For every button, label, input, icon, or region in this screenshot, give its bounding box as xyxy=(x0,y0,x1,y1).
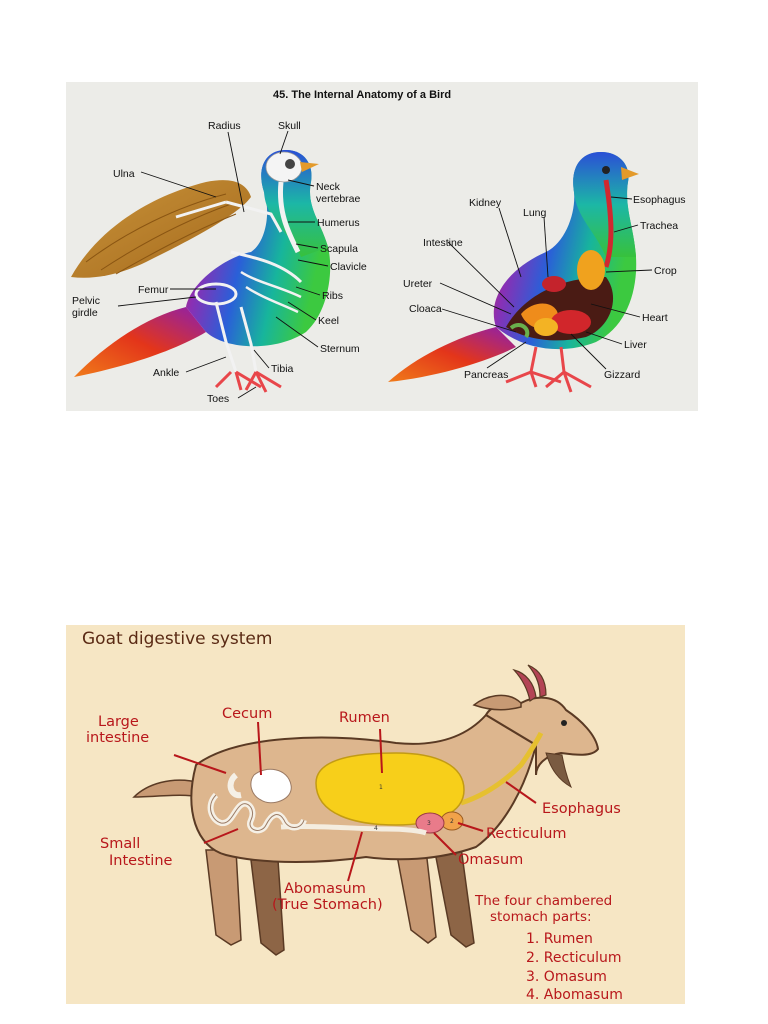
label-rumen: Rumen xyxy=(339,710,390,726)
goat-diagram-title: Goat digestive system xyxy=(82,629,272,649)
label-radius: Radius xyxy=(208,120,241,132)
label-clavicle: Clavicle xyxy=(330,261,367,273)
skeleton-leader-lines xyxy=(117,130,329,399)
label-esophagus: Esophagus xyxy=(633,194,686,206)
chamber-number-2: 2 xyxy=(450,818,454,825)
label-crop: Crop xyxy=(654,265,677,277)
label-ribs: Ribs xyxy=(322,290,343,302)
label-small-intestine-line1: Small xyxy=(100,836,140,852)
label-intestine: Intestine xyxy=(423,237,463,249)
label-ulna: Ulna xyxy=(113,168,135,180)
stomach-parts-caption-line1: The four chambered xyxy=(474,893,612,909)
stomach-parts-caption-line2: stomach parts: xyxy=(490,909,592,925)
chamber-number-4: 4 xyxy=(374,825,378,832)
label-pancreas: Pancreas xyxy=(464,369,508,381)
label-humerus: Humerus xyxy=(317,217,360,229)
label-toes: Toes xyxy=(207,393,229,405)
chamber-number-3: 3 xyxy=(427,820,431,827)
label-neck-vertebrae-line2: vertebrae xyxy=(316,193,361,205)
label-ankle: Ankle xyxy=(153,367,179,379)
label-skull: Skull xyxy=(278,120,301,132)
label-gizzard: Gizzard xyxy=(604,369,640,381)
stomach-part-item-3: 3. Omasum xyxy=(526,969,607,985)
stomach-part-item-1: 1. Rumen xyxy=(526,931,593,947)
label-large-intestine-line1: Large xyxy=(98,714,139,730)
goat-illustration xyxy=(132,664,600,956)
chamber-number-1: 1 xyxy=(379,784,383,791)
label-lung: Lung xyxy=(523,207,547,219)
label-recticulum: Recticulum xyxy=(486,826,567,842)
label-pelvic-girdle-line1: Pelvic xyxy=(72,295,100,307)
goat-digestive-svg: Goat digestive system xyxy=(82,629,623,1003)
bird-anatomy-svg: 45. The Internal Anatomy of a Bird xyxy=(71,89,686,405)
label-kidney: Kidney xyxy=(469,197,502,209)
label-abomasum-line2: (True Stomach) xyxy=(272,897,383,913)
label-cecum: Cecum xyxy=(222,706,272,722)
label-keel: Keel xyxy=(318,315,339,327)
label-femur: Femur xyxy=(138,284,169,296)
label-neck-vertebrae-line1: Neck xyxy=(316,181,341,193)
label-omasum: Omasum xyxy=(458,852,523,868)
label-sternum: Sternum xyxy=(320,343,360,355)
label-trachea: Trachea xyxy=(640,220,678,232)
goat-leader-lines xyxy=(173,721,537,882)
label-pelvic-girdle-line2: girdle xyxy=(72,307,98,319)
stomach-part-item-4: 4. Abomasum xyxy=(526,987,623,1003)
label-large-intestine-line2: intestine xyxy=(86,730,149,746)
label-scapula: Scapula xyxy=(320,243,358,255)
stomach-part-item-2: 2. Recticulum xyxy=(526,950,622,966)
label-liver: Liver xyxy=(624,339,647,351)
organ-leader-lines xyxy=(439,196,653,370)
organ-bird-illustration xyxy=(388,152,639,393)
label-abomasum-line1: Abomasum xyxy=(284,881,366,897)
label-esophagus: Esophagus xyxy=(542,801,621,817)
label-ureter: Ureter xyxy=(403,278,433,290)
goat-digestive-figure: Goat digestive system xyxy=(66,625,685,1004)
label-tibia: Tibia xyxy=(271,363,294,375)
label-heart: Heart xyxy=(642,312,668,324)
bird-diagram-title: 45. The Internal Anatomy of a Bird xyxy=(273,89,451,101)
label-small-intestine-line2: Intestine xyxy=(109,853,173,869)
skeleton-bird-illustration xyxy=(71,150,331,393)
bird-anatomy-figure: 45. The Internal Anatomy of a Bird xyxy=(66,82,698,411)
label-cloaca: Cloaca xyxy=(409,303,442,315)
